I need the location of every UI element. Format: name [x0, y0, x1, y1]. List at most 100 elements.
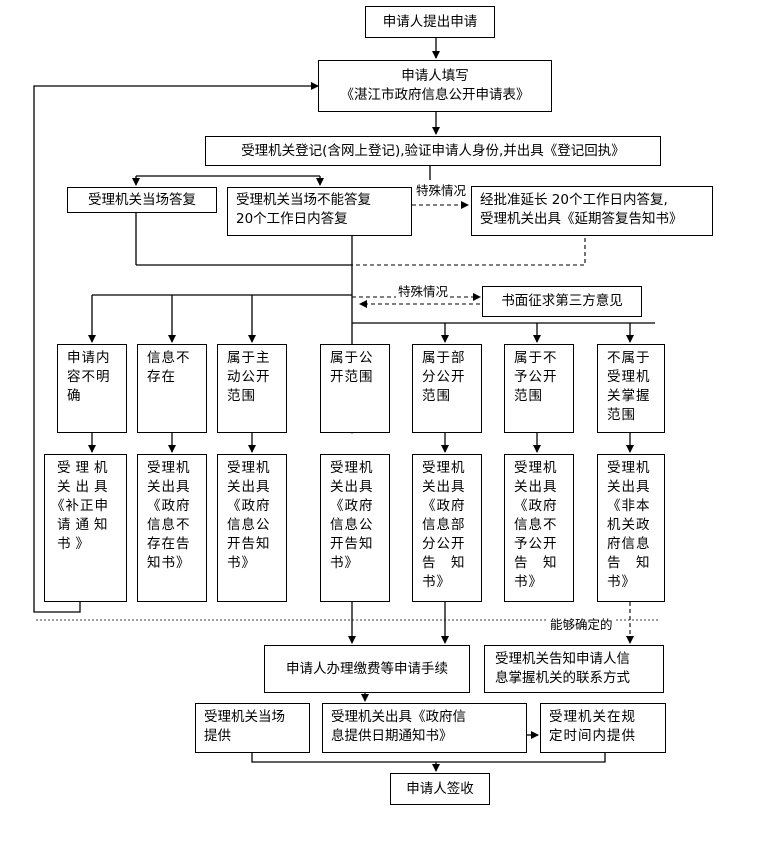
node-provide-later: 受理机关在规 定时间内提供 — [540, 703, 666, 753]
category-line: 分公开 — [422, 369, 466, 385]
notice-line: 《政府 — [422, 498, 466, 514]
edge-label-special-1: 特殊情况 — [414, 180, 469, 199]
category-withheld: 属于不 予公开 范围 — [504, 344, 574, 433]
notice-public: 受理机 关出具 《政府 信息公 开告知 书》 — [320, 454, 390, 602]
notice-line: 开告知 — [330, 536, 374, 552]
notice-line: 信息公 — [227, 517, 271, 533]
node-third-party: 书面征求第三方意见 — [482, 286, 642, 317]
notice-line: 告 知 — [607, 555, 651, 571]
notice-line: 予公开 — [514, 536, 558, 552]
notice-line: 关出具 — [57, 479, 113, 495]
edge-label-special-2: 特殊情况 — [396, 281, 451, 300]
notice-line: 信息公 — [330, 517, 374, 533]
node-inform-contact: 受理机关告知申请人信 息掌握机关的联系方式 — [484, 645, 664, 693]
notice-line: 《政府 — [514, 498, 558, 514]
notice-line: 关出具 — [330, 479, 374, 495]
notice-line: 受理机 — [147, 460, 191, 476]
node-extension-line2: 受理机关出具《延期答复告知书》 — [480, 211, 683, 227]
node-reply-20days: 受理机关当场不能答复 20个工作日内答复 — [227, 187, 412, 236]
category-line: 范围 — [227, 388, 256, 404]
category-out-of-scope: 不属于 受理机 关掌握 范围 — [597, 344, 665, 433]
node-fill-form-line1: 申请人填写 — [401, 68, 469, 84]
node-inform-contact-line2: 息掌握机关的联系方式 — [495, 670, 630, 686]
node-reply-20days-line2: 20个工作日内答复 — [236, 211, 348, 227]
category-not-exist: 信息不 存在 — [137, 344, 207, 433]
node-reply-20days-line1: 受理机关当场不能答复 — [236, 192, 371, 208]
node-schedule-notice: 受理机关出具《政府信 息提供日期通知书》 — [322, 703, 527, 753]
category-line: 属于不 — [514, 350, 558, 366]
node-extension: 经批准延长 20个工作日内答复, 受理机关出具《延期答复告知书》 — [471, 186, 713, 236]
notice-line: 受理机 — [330, 460, 374, 476]
node-fill-form-line2: 《湛江市政府信息公开申请表》 — [340, 87, 530, 103]
category-partial: 属于部 分公开 范围 — [412, 344, 482, 433]
notice-line: 关出具 — [422, 479, 466, 495]
node-extension-line1: 经批准延长 20个工作日内答复, — [480, 192, 668, 208]
node-fill-form: 申请人填写 《湛江市政府信息公开申请表》 — [318, 60, 552, 112]
notice-line: 《补正申 — [51, 498, 109, 514]
edge-label-can-determine: 能够确定的 — [548, 614, 615, 633]
category-line: 范围 — [514, 388, 543, 404]
category-unclear: 申请内 容不明 确 — [57, 344, 127, 433]
category-line: 予公开 — [514, 369, 558, 385]
notice-line: 《政府 — [330, 498, 374, 514]
notice-line: 受理机 — [607, 460, 651, 476]
category-public: 属于公 开范围 — [320, 344, 390, 433]
node-apply: 申请人提出申请 — [365, 6, 495, 38]
notice-line: 告 知 — [422, 555, 466, 571]
category-proactive: 属于主 动公开 范围 — [217, 344, 287, 433]
notice-line: 府信息 — [607, 536, 651, 552]
notice-line: 书》 — [57, 536, 94, 552]
category-line: 存在 — [147, 369, 176, 385]
notice-line: 分公开 — [422, 536, 466, 552]
notice-not-exist: 受理机 关出具 《政府 信息不 存在告 知书》 — [137, 454, 207, 602]
notice-line: 关出具 — [227, 479, 271, 495]
notice-supplement: 受理机 关出具 《补正申 请通知 书》 — [44, 454, 127, 602]
notice-proactive: 受理机 关出具 《政府 信息公 开告知 书》 — [217, 454, 287, 602]
category-line: 范围 — [607, 407, 636, 423]
notice-line: 关出具 — [514, 479, 558, 495]
notice-line: 《政府 — [227, 498, 271, 514]
node-schedule-notice-line1: 受理机关出具《政府信 — [331, 709, 466, 725]
node-provide-onsite-line2: 提供 — [204, 728, 231, 744]
notice-partial: 受理机 关出具 《政府 信息部 分公开 告 知 书》 — [412, 454, 482, 602]
notice-line: 信息不 — [514, 517, 558, 533]
notice-line: 请通知 — [57, 517, 113, 533]
node-reply-onsite: 受理机关当场答复 — [67, 187, 217, 213]
category-line: 不属于 — [607, 350, 651, 366]
notice-line: 存在告 — [147, 536, 191, 552]
notice-line: 书》 — [422, 574, 451, 590]
node-provide-later-line2: 定时间内提供 — [549, 728, 636, 744]
notice-line: 书》 — [514, 574, 543, 590]
notice-line: 书》 — [607, 574, 636, 590]
category-line: 受理机 — [607, 369, 651, 385]
category-line: 容不明 — [67, 369, 111, 385]
notice-line: 《非本 — [607, 498, 651, 514]
node-provide-onsite-line1: 受理机关当场 — [204, 709, 285, 725]
category-line: 属于部 — [422, 350, 466, 366]
notice-line: 告 知 — [514, 555, 558, 571]
notice-line: 关出具 — [607, 479, 651, 495]
category-line: 关掌握 — [607, 388, 651, 404]
notice-line: 书》 — [227, 555, 256, 571]
notice-line: 受理机 — [227, 460, 271, 476]
notice-line: 受理机 — [422, 460, 466, 476]
notice-line: 信息不 — [147, 517, 191, 533]
category-line: 属于公 — [330, 350, 374, 366]
notice-line: 机关政 — [607, 517, 651, 533]
notice-line: 开告知 — [227, 536, 271, 552]
node-provide-later-line1: 受理机关在规 — [549, 709, 636, 725]
node-pay-fees: 申请人办理缴费等申请手续 — [264, 645, 470, 693]
node-sign: 申请人签收 — [390, 773, 490, 805]
category-line: 信息不 — [147, 350, 191, 366]
notice-line: 受理机 — [57, 460, 113, 476]
notice-line: 书》 — [330, 555, 359, 571]
category-line: 范围 — [422, 388, 451, 404]
category-line: 属于主 — [227, 350, 271, 366]
category-line: 动公开 — [227, 369, 271, 385]
notice-line: 信息部 — [422, 517, 466, 533]
notice-withheld: 受理机 关出具 《政府 信息不 予公开 告 知 书》 — [504, 454, 574, 602]
node-schedule-notice-line2: 息提供日期通知书》 — [331, 728, 453, 744]
notice-line: 《政府 — [147, 498, 191, 514]
category-line: 申请内 — [67, 350, 111, 366]
